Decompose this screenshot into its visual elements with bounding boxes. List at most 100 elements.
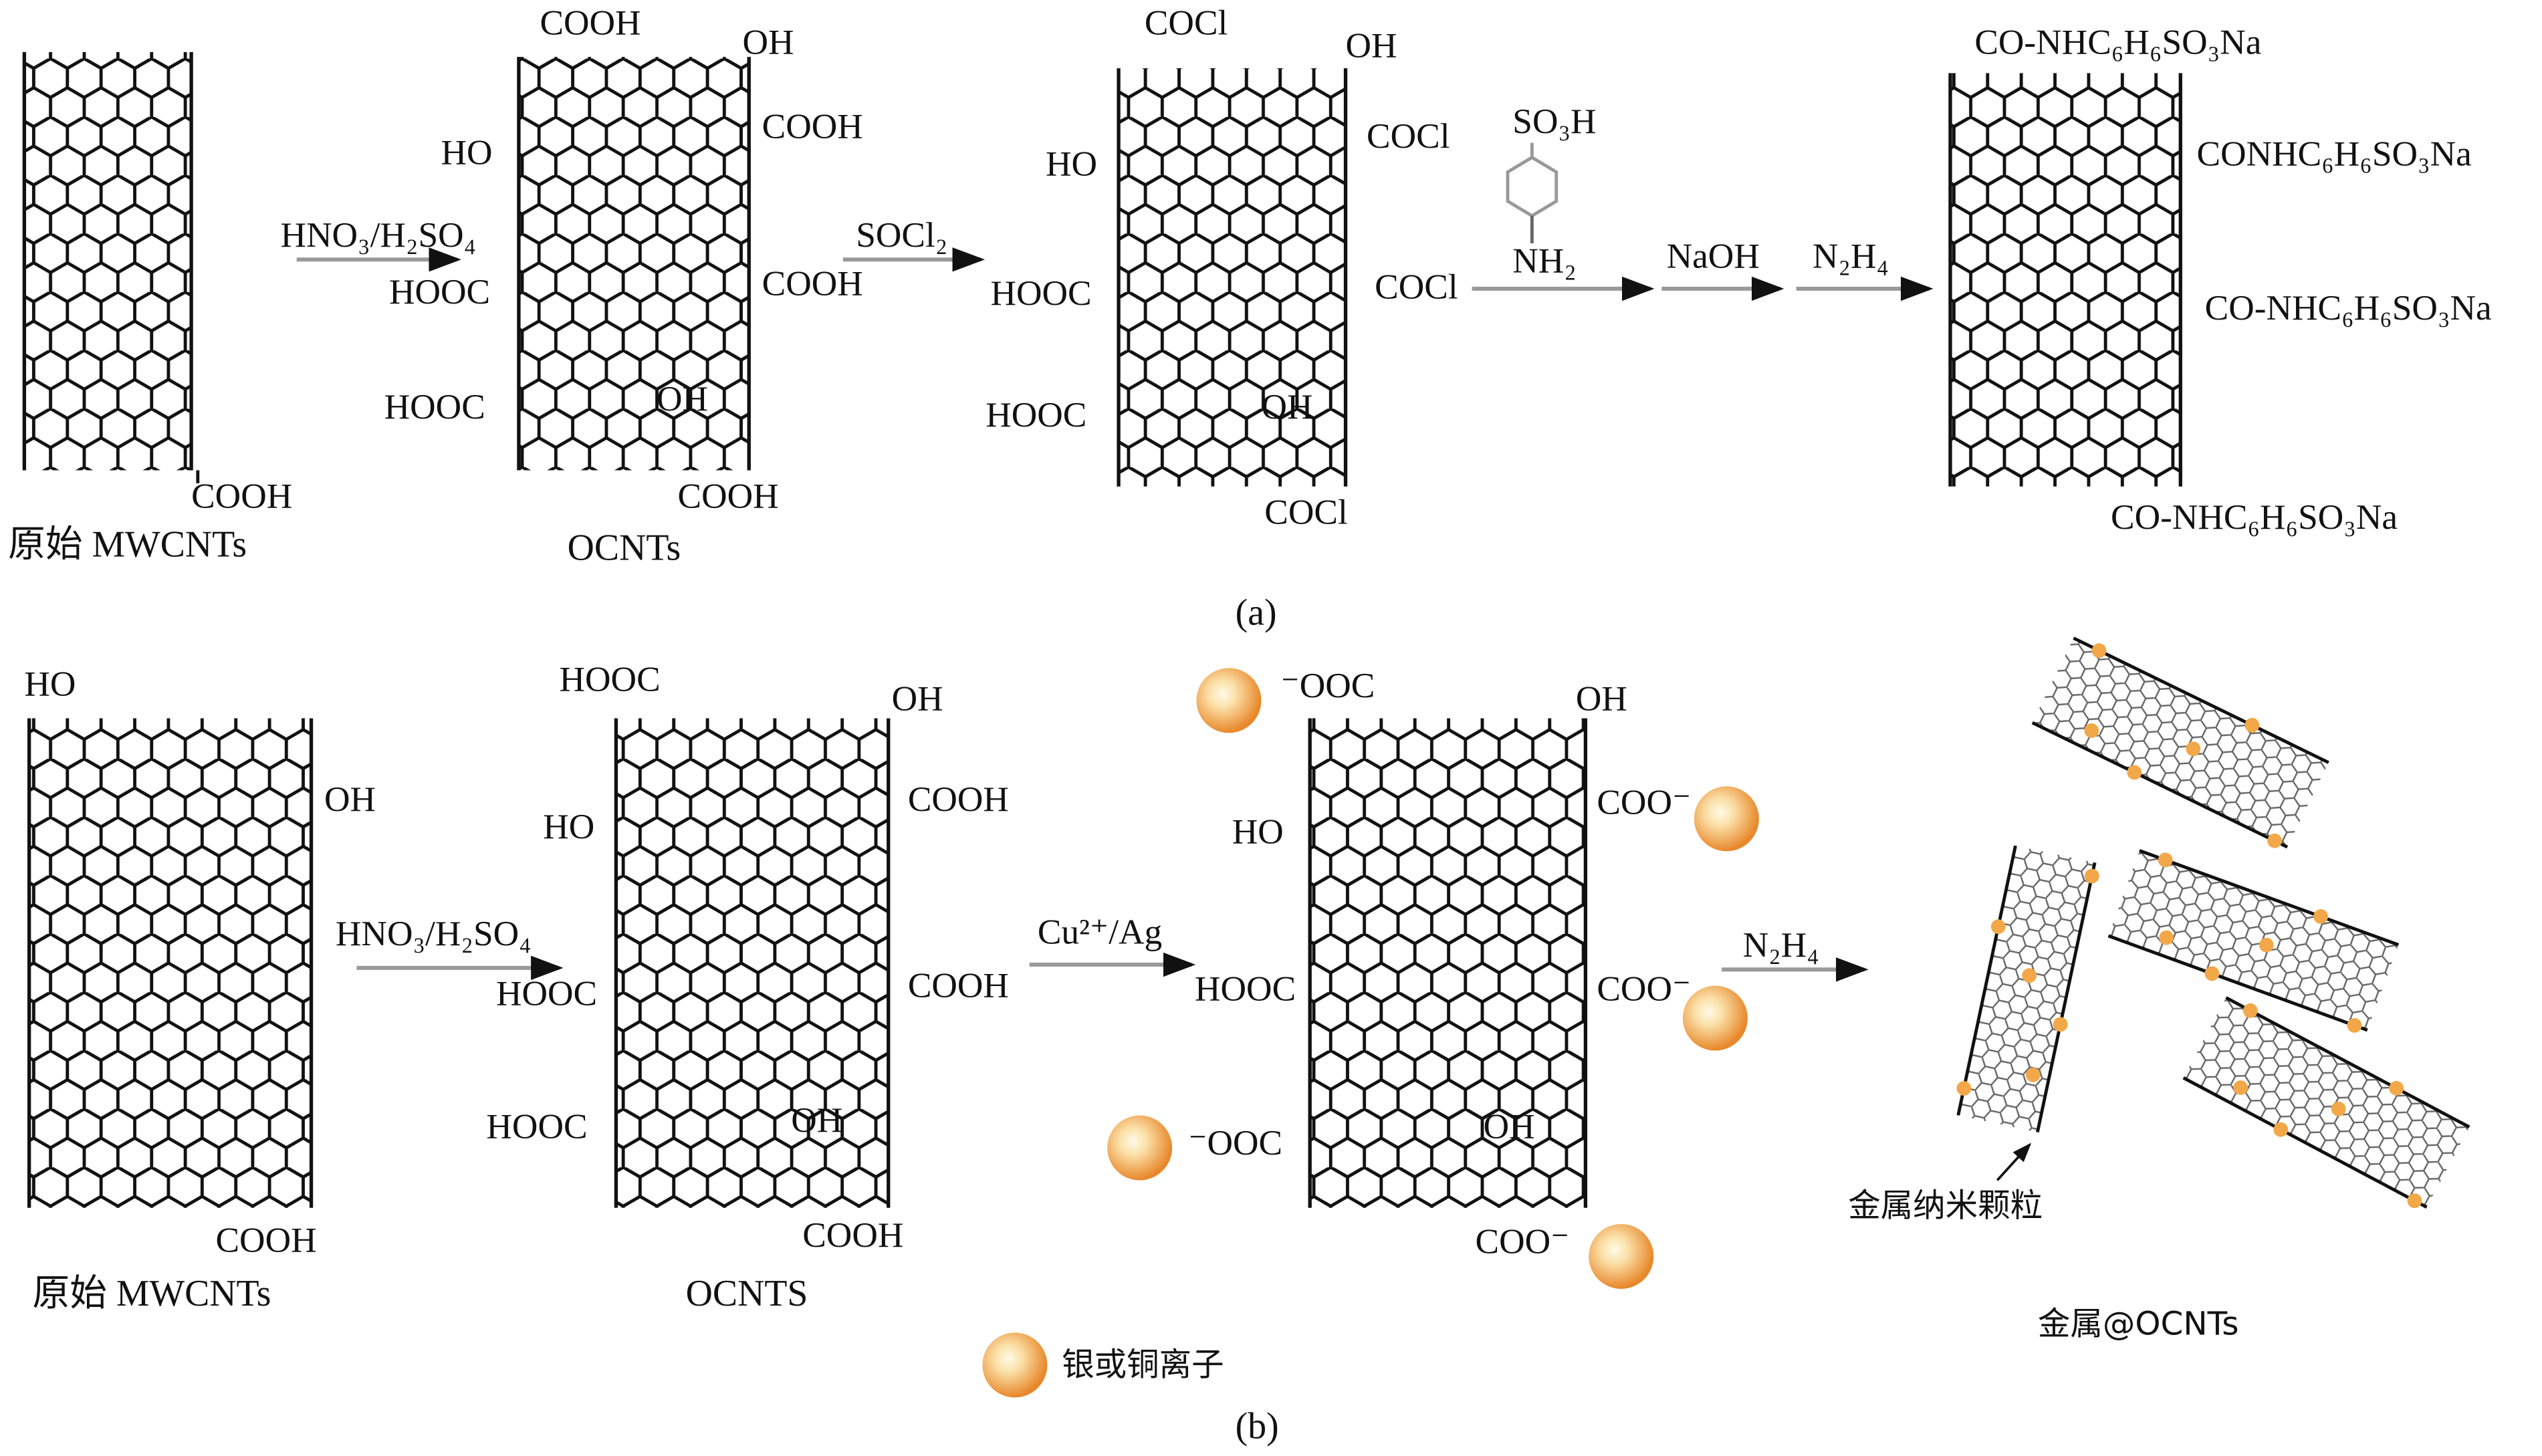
reagent-label: N₂H₄ <box>1813 235 1889 275</box>
group-label: HOOC <box>389 271 490 312</box>
group-label: HOOC <box>1195 968 1296 1008</box>
group-label: HOOC <box>384 386 485 427</box>
pristine-nanotube-a <box>22 51 200 483</box>
sulfonated-nanotube <box>1948 73 2182 487</box>
group-label: COOH <box>908 779 1009 819</box>
pristine-nanotube-b <box>27 718 314 1208</box>
tube-caption: 原始 MWCNTs <box>8 524 247 566</box>
group-label: HOOC <box>991 273 1092 313</box>
group-label: COCl <box>1367 116 1450 156</box>
nanoparticle-label: 金属纳米颗粒 <box>1848 1187 2043 1225</box>
metal-decorated-nanotubes <box>1956 636 2470 1209</box>
nanoparticle-dot <box>2186 741 2201 757</box>
small-nanotube <box>2107 849 2400 1033</box>
group-label: COCl <box>1375 267 1458 307</box>
panel-a: COOH 原始 MWCNTs HNO₃/H₂SO₄ COOH OH COOH H… <box>8 2 2492 633</box>
tube-caption: OCNTs <box>568 527 681 568</box>
nanoparticle-dot <box>2407 1193 2422 1209</box>
reagent-label: NaOH <box>1667 235 1760 275</box>
nanoparticle-dot <box>2273 1122 2289 1137</box>
nanoparticle-dot <box>2127 765 2142 780</box>
nanoparticle-dot <box>2233 1080 2248 1095</box>
group-label: HO <box>441 132 493 172</box>
nanoparticle-dot <box>2022 968 2037 983</box>
nanoparticle-dot <box>2267 833 2282 848</box>
group-label: COOH <box>678 475 779 515</box>
panel-b: HO OH COOH 原始 MWCNTs HNO₃/H₂SO₄ HOOC OH … <box>24 636 2470 1447</box>
group-label: HOOC <box>560 658 661 699</box>
reagent-label: N₂H₄ <box>1743 925 1819 965</box>
legend-ion-icon <box>982 1332 1048 1398</box>
group-label: COCl <box>1145 2 1228 42</box>
group-label: ⁻OOC <box>1188 1122 1282 1163</box>
group-label: OH <box>892 678 943 718</box>
nanoparticle-dot <box>2313 909 2328 924</box>
metal-ion-icon <box>1196 668 1262 733</box>
group-label: COO⁻ <box>1597 782 1691 822</box>
group-label: COOH <box>762 106 863 146</box>
tube-caption: OCNTS <box>686 1273 808 1314</box>
ion-loaded-nanotube <box>1308 718 1588 1208</box>
product-label: 金属@OCNTs <box>2038 1306 2239 1343</box>
nanoparticle-dot <box>2347 1017 2362 1033</box>
group-label: OH <box>1261 386 1312 427</box>
group-label: ⁻OOC <box>1281 665 1375 705</box>
nanoparticle-dot <box>2084 723 2099 738</box>
small-nanotube <box>2182 996 2470 1209</box>
group-label: OH <box>1346 25 1397 65</box>
nanoparticle-dot <box>2244 717 2260 733</box>
nanoparticle-dot <box>2053 1017 2068 1032</box>
group-label: COO⁻ <box>1597 968 1691 1008</box>
metal-ion-icon <box>1107 1115 1173 1181</box>
group-label: COOH <box>762 263 863 304</box>
benzene-ring-icon <box>1506 142 1558 244</box>
metal-ion-icon <box>1694 786 1759 852</box>
group-label: HO <box>1232 811 1284 851</box>
panel-caption: (a) <box>1236 592 1277 633</box>
pointer-arrow <box>1996 1142 2032 1181</box>
group-label: OH <box>657 378 708 418</box>
group-label: OH <box>791 1100 842 1140</box>
nanoparticle-dot <box>1956 1081 1972 1096</box>
group-label: HO <box>543 806 594 846</box>
reagent-label: SOCl₂ <box>856 215 947 255</box>
metal-ion-icon <box>1682 985 1748 1051</box>
group-label: COOH <box>215 1219 316 1259</box>
group-label: COCl <box>1264 492 1347 532</box>
nanoparticle-dot <box>2204 966 2220 981</box>
group-label: COOH <box>802 1215 903 1255</box>
acyl-chloride-nanotube <box>1117 68 1348 487</box>
legend-label: 银或铜离子 <box>1062 1346 1224 1383</box>
nanoparticle-dot <box>1990 919 2006 935</box>
group-label: HOOC <box>496 973 597 1013</box>
group-label: COOH <box>908 965 1009 1005</box>
small-nanotube <box>2031 636 2329 849</box>
reagent-label: Cu²⁺/Ag <box>1038 912 1162 952</box>
group-label: HOOC <box>486 1106 587 1146</box>
reagent-label: HNO₃/H₂SO₄ <box>336 913 532 953</box>
nanoparticle-dot <box>2331 1101 2346 1116</box>
group-label: CO-NHC₆H₆SO₃Na <box>2205 287 2492 328</box>
nanoparticle-dot <box>2091 643 2107 658</box>
tube-caption: 原始 MWCNTs <box>32 1273 271 1314</box>
panel-caption: (b) <box>1236 1406 1279 1447</box>
small-nanotube <box>1956 845 2099 1133</box>
group-label: OH <box>1484 1106 1535 1146</box>
nanoparticle-dot <box>2242 1003 2258 1018</box>
group-label: OH <box>324 779 376 819</box>
group-label: OH <box>743 21 794 62</box>
nanoparticle-dot <box>2084 868 2099 884</box>
nanoparticle-dot <box>2158 852 2173 868</box>
group-label: CONHC₆H₆SO₃Na <box>2197 134 2472 174</box>
nanoparticle-dot <box>2389 1080 2404 1096</box>
reagent-label: NH₂ <box>1512 241 1577 281</box>
oxidized-nanotube-b <box>614 718 891 1208</box>
group-label: COOH <box>540 2 641 42</box>
group-label: HOOC <box>986 394 1086 435</box>
group-label: HO <box>1046 143 1097 183</box>
metal-ion-icon <box>1589 1223 1654 1289</box>
group-label: COOH <box>191 475 292 515</box>
reagent-label: SO₃H <box>1512 101 1596 141</box>
nanoparticle-dot <box>2259 937 2274 953</box>
